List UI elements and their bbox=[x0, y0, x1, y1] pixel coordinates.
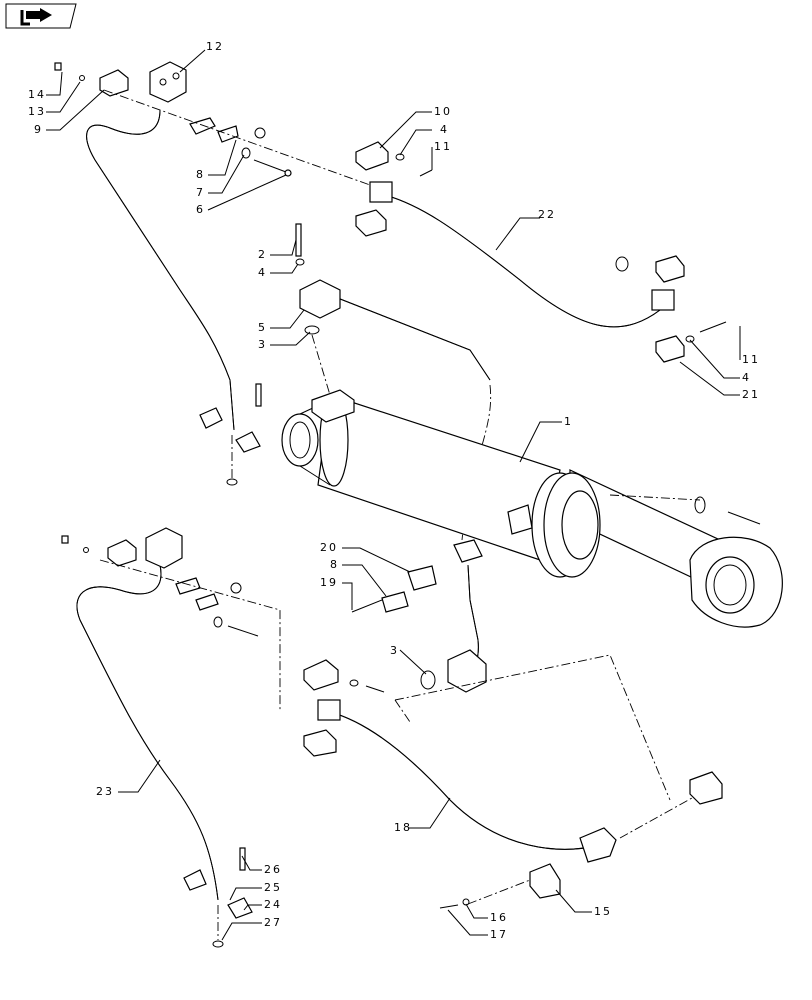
callout-3b: 3 bbox=[390, 644, 399, 657]
callout-11a: 11 bbox=[434, 140, 452, 153]
flange-12 bbox=[149, 61, 187, 103]
callout-21: 21 bbox=[742, 388, 760, 401]
callout-20: 20 bbox=[320, 541, 338, 554]
callout-16: 16 bbox=[490, 911, 508, 924]
upper-tube-9 bbox=[86, 109, 235, 431]
callout-1: 1 bbox=[564, 415, 573, 428]
callout-4b: 4 bbox=[258, 266, 267, 279]
callout-19: 19 bbox=[320, 576, 338, 589]
callout-11b: 11 bbox=[742, 353, 760, 366]
callout-26: 26 bbox=[264, 863, 282, 876]
callout-3a: 3 bbox=[258, 338, 267, 351]
callout-22: 22 bbox=[538, 208, 556, 221]
callout-10: 10 bbox=[434, 105, 452, 118]
callout-8b: 8 bbox=[330, 558, 339, 571]
callout-8a: 8 bbox=[196, 168, 205, 181]
callout-4c: 4 bbox=[742, 371, 751, 384]
callout-4a: 4 bbox=[440, 123, 449, 136]
callout-23: 23 bbox=[96, 785, 114, 798]
callout-9: 9 bbox=[34, 123, 43, 136]
callout-25: 25 bbox=[264, 881, 282, 894]
callout-24: 24 bbox=[264, 898, 282, 911]
callout-labels: 12 14 13 9 10 4 11 8 7 6 22 2 4 5 3 11 4… bbox=[28, 40, 760, 941]
callout-13: 13 bbox=[28, 105, 46, 118]
hose-22-fittings bbox=[355, 141, 727, 363]
leader-lines bbox=[46, 49, 741, 941]
callout-12: 12 bbox=[206, 40, 224, 53]
hydraulic-cylinder-1 bbox=[281, 389, 783, 628]
hose-18 bbox=[317, 699, 617, 863]
callout-2: 2 bbox=[258, 248, 267, 261]
callout-27: 27 bbox=[264, 916, 282, 929]
return-arrow-icon[interactable] bbox=[5, 3, 77, 29]
hose-22 bbox=[369, 181, 675, 328]
lower-tube-23 bbox=[61, 527, 259, 948]
callout-17: 17 bbox=[490, 928, 508, 941]
clamp-upper bbox=[54, 62, 292, 177]
callout-7: 7 bbox=[196, 186, 205, 199]
callout-6: 6 bbox=[196, 203, 205, 216]
tube-middle bbox=[351, 539, 487, 693]
callout-18: 18 bbox=[394, 821, 412, 834]
clamp-upper-bottom bbox=[199, 383, 262, 486]
hose-18-fittings bbox=[303, 659, 723, 909]
callout-14: 14 bbox=[28, 88, 46, 101]
tube-5 bbox=[295, 223, 491, 381]
callout-5: 5 bbox=[258, 321, 267, 334]
callout-15: 15 bbox=[594, 905, 612, 918]
